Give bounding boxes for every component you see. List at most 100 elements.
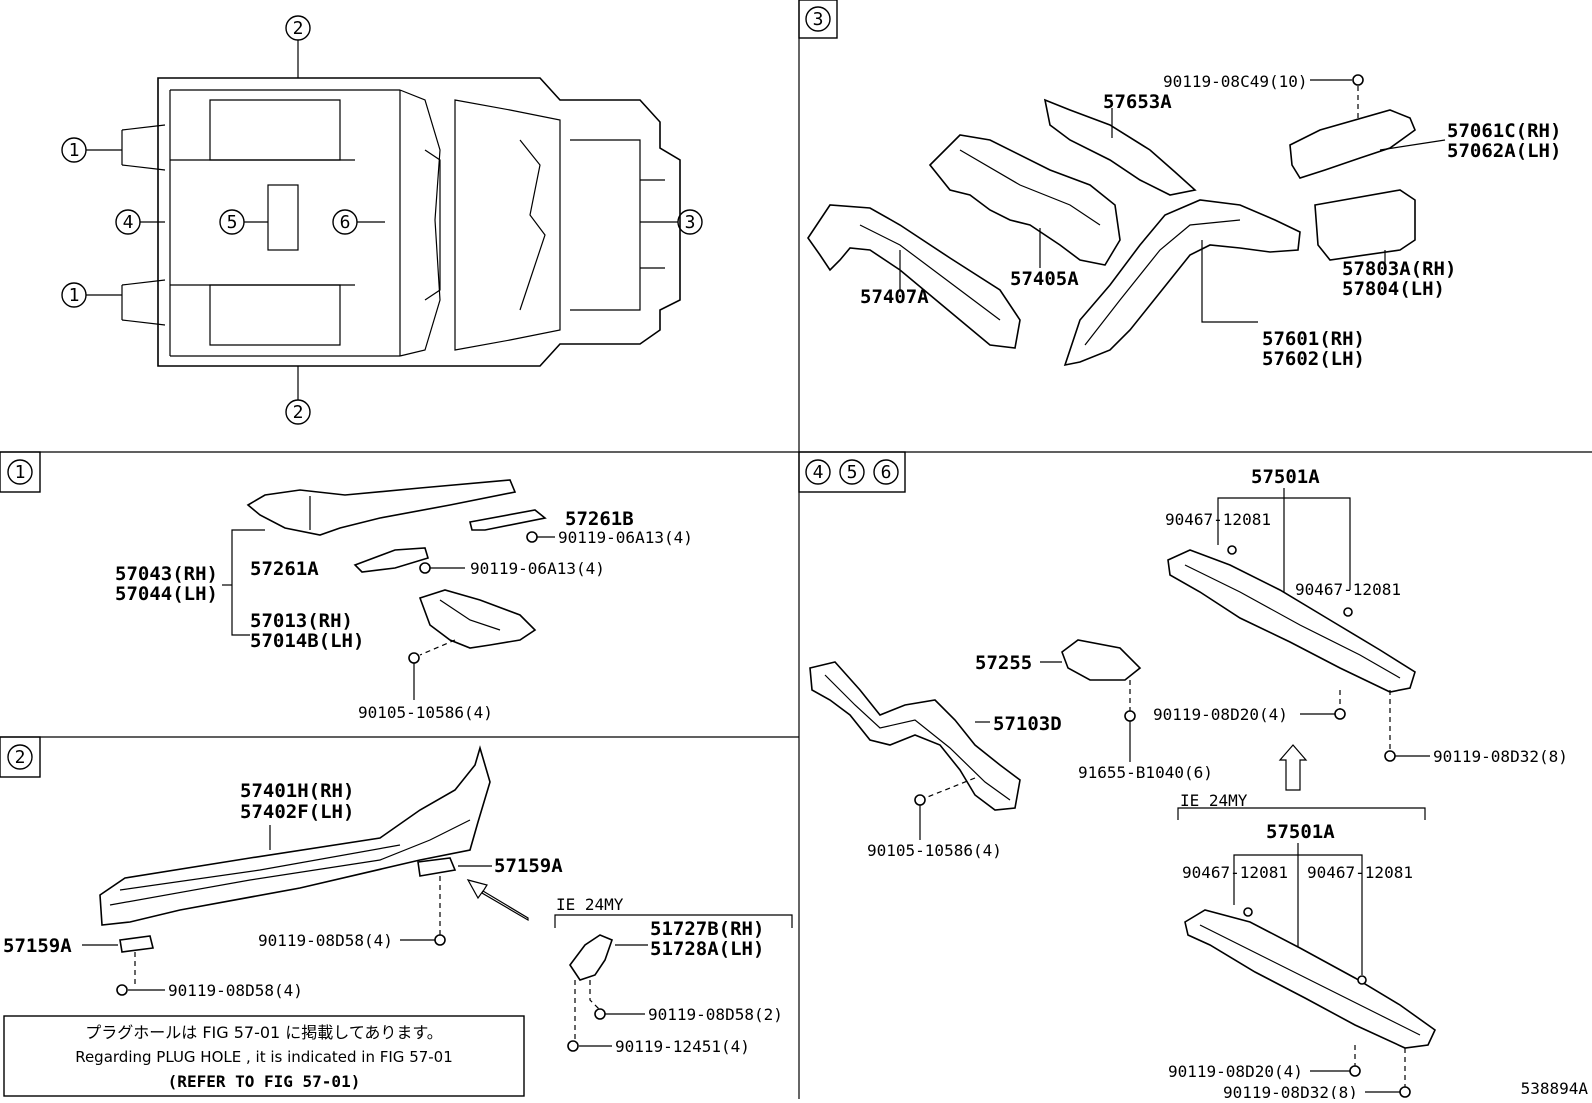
callout-number: 3 <box>813 9 824 30</box>
part-label: 51727B(RH) <box>650 918 764 940</box>
clip-icon <box>1357 975 1367 985</box>
callout-number: 6 <box>881 462 892 483</box>
part-label: 57159A <box>3 935 72 957</box>
note-reference: (REFER TO FIG 57-01) <box>168 1072 361 1091</box>
callout-number: 5 <box>847 462 858 483</box>
part-label: 90119-08D20(4) <box>1153 705 1288 724</box>
callout-number: 2 <box>293 18 304 39</box>
panel-456-labels: 57501A 90467-12081 90467-12081 57255 571… <box>867 466 1568 1102</box>
callout-number: 4 <box>813 462 824 483</box>
part-57159A-left <box>119 935 154 953</box>
bolt-icon <box>1399 1086 1411 1098</box>
part-57261B <box>469 509 547 531</box>
part-label: 57013(RH) <box>250 610 353 632</box>
panel-456-parts <box>809 488 1437 1098</box>
part-57103D <box>809 661 1021 811</box>
part-57501A-bottom <box>1184 909 1437 1049</box>
figure-id: 538894A <box>1521 1079 1589 1098</box>
part-label: 90119-08D58(4) <box>258 931 393 950</box>
note-english: Regarding PLUG HOLE , it is indicated in… <box>75 1048 453 1066</box>
callout-number: 5 <box>227 212 238 233</box>
panel-tag-456: 4 5 6 <box>798 451 906 493</box>
panel-1-parts <box>246 479 547 664</box>
callout-number: 1 <box>69 140 80 161</box>
part-57261A <box>353 547 429 573</box>
part-57061C <box>1289 109 1416 179</box>
bolt-icon <box>1349 1065 1361 1077</box>
ie-tag: IE 24MY <box>556 895 624 914</box>
part-label: 57401H(RH) <box>240 780 354 802</box>
callout-number: 1 <box>69 285 80 306</box>
bolt-icon <box>116 984 128 996</box>
panel-1-leaders <box>222 529 555 700</box>
callout-number: 2 <box>15 747 26 768</box>
part-57601 <box>1063 199 1301 367</box>
part-label: 57014B(LH) <box>250 630 364 652</box>
bolt-icon <box>1384 750 1396 762</box>
part-label: 90467-12081 <box>1165 510 1271 529</box>
part-label: 57653A <box>1103 91 1172 113</box>
bolt-icon <box>1352 74 1364 86</box>
bolt-icon <box>419 562 431 574</box>
part-label: 90119-08C49(10) <box>1163 72 1308 91</box>
callout-number: 3 <box>685 212 696 233</box>
part-label: 57804(LH) <box>1342 278 1445 300</box>
part-label: 57044(LH) <box>115 583 218 605</box>
bolt-icon <box>914 794 926 806</box>
part-label: 57261A <box>250 558 319 580</box>
direction-arrow-icon <box>466 879 529 922</box>
part-57405A <box>928 134 1121 266</box>
part-57653A <box>1043 98 1197 196</box>
part-label: 90119-08D32(8) <box>1433 747 1568 766</box>
part-label: 90467-12081 <box>1295 580 1401 599</box>
part-label: 90119-08D20(4) <box>1168 1062 1303 1081</box>
part-57159A-right <box>417 857 457 877</box>
part-label: 90119-06A13(4) <box>470 559 605 578</box>
part-57401H <box>99 745 491 926</box>
part-label: 57255 <box>975 652 1032 674</box>
part-57255 <box>1061 639 1142 681</box>
part-label: 57405A <box>1010 268 1079 290</box>
part-label: 51728A(LH) <box>650 938 764 960</box>
bolt-icon <box>408 652 420 664</box>
plug-hole-note: プラグホールは FIG 57-01 に掲載してあります。 Regarding P… <box>3 1015 525 1097</box>
part-label: 57261B <box>565 508 634 530</box>
part-label: 57103D <box>993 713 1062 735</box>
panel-3-leaders <box>899 79 1446 323</box>
direction-arrow-icon <box>1278 744 1308 791</box>
panel-2-labels: 57401H(RH) 57402F(LH) 57159A 57159A 9011… <box>3 780 783 1056</box>
part-label: 57501A <box>1251 466 1320 488</box>
part-label: 57501A <box>1266 821 1335 843</box>
bolt-icon <box>526 531 538 543</box>
part-label: 57062A(LH) <box>1447 140 1561 162</box>
floor-overview <box>121 77 681 367</box>
panel-2-parts <box>99 745 793 1052</box>
panel-3-labels: 90119-08C49(10) 57653A 57061C(RH) 57062A… <box>860 72 1561 370</box>
part-label: 90119-08D58(2) <box>648 1005 783 1024</box>
part-57407A <box>807 204 1021 349</box>
part-label: 90467-12081 <box>1182 863 1288 882</box>
clip-icon <box>1343 607 1353 617</box>
panel-2-leaders <box>82 825 648 1047</box>
part-57013 <box>418 589 537 649</box>
part-label: 90119-06A13(4) <box>558 528 693 547</box>
part-label: 90119-08D58(4) <box>168 981 303 1000</box>
part-label: 57402F(LH) <box>240 801 354 823</box>
panel-1-labels: 57261B 90119-06A13(4) 57261A 90119-06A13… <box>115 508 693 722</box>
part-label: 90119-08D32(8) <box>1223 1083 1358 1099</box>
panel-3-parts <box>807 74 1416 367</box>
part-57043 <box>246 479 517 536</box>
bolt-icon <box>1124 710 1136 722</box>
note-japanese: プラグホールは FIG 57-01 に掲載してあります。 <box>85 1023 443 1042</box>
part-label: 57159A <box>494 855 563 877</box>
part-label: 57407A <box>860 286 929 308</box>
clip-icon <box>1243 907 1253 917</box>
callout-number: 4 <box>123 212 134 233</box>
bolt-icon <box>567 1040 579 1052</box>
panel-456-leaders <box>919 661 1430 1093</box>
bolt-icon <box>594 1008 606 1020</box>
bolt-icon <box>1334 708 1346 720</box>
part-label: 90119-12451(4) <box>615 1037 750 1056</box>
